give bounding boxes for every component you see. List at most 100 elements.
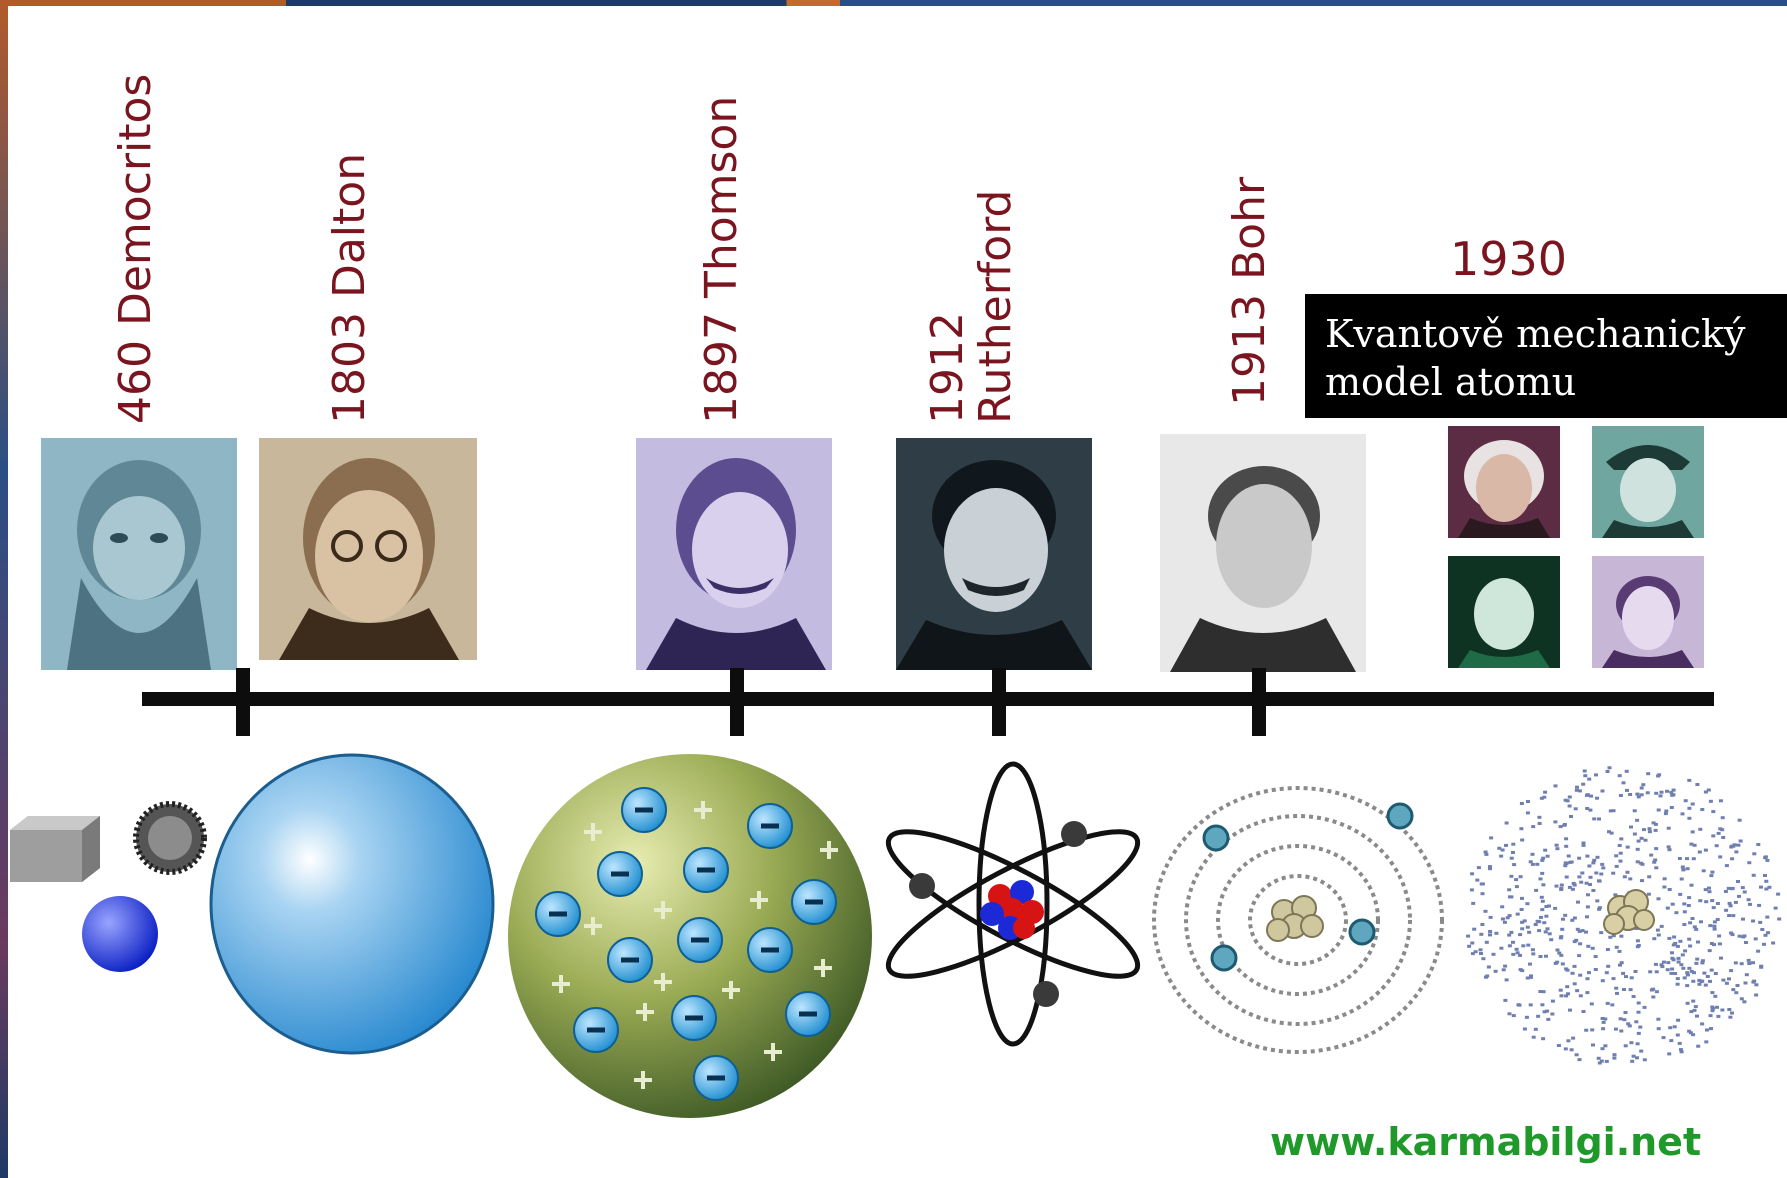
cloud-dot (1713, 972, 1718, 975)
cloud-dot (1600, 862, 1605, 866)
cloud-dot (1587, 864, 1592, 868)
cloud-dot (1540, 908, 1545, 912)
cloud-dot (1662, 877, 1667, 881)
cloud-dot (1572, 940, 1577, 944)
cloud-dot (1575, 927, 1580, 931)
cloud-dot (1690, 830, 1695, 834)
cloud-dot (1505, 916, 1510, 920)
cloud-dot (1700, 1022, 1705, 1026)
cloud-dot (1578, 994, 1583, 998)
cloud-dot (1731, 914, 1736, 918)
cloud-dot (1597, 1061, 1602, 1065)
cloud-dot (1600, 1047, 1605, 1051)
cloud-dot (1539, 796, 1544, 800)
cloud-dot (1695, 1014, 1699, 1018)
cloud-dot (1763, 874, 1767, 877)
cloud-dot (1689, 883, 1694, 887)
cloud-dot (1773, 906, 1778, 910)
cloud-dot (1566, 992, 1570, 996)
cloud-dot (1653, 828, 1658, 832)
cloud-dot (1473, 950, 1478, 954)
cloud-dot (1712, 927, 1717, 931)
cloud-dot (1578, 973, 1583, 977)
cloud-dot (1685, 984, 1690, 988)
cloud-dot (1736, 880, 1740, 883)
cloud-dot (1689, 1010, 1694, 1014)
cloud-dot (1710, 870, 1715, 874)
cloud-dot (1739, 997, 1744, 1001)
cloud-dot (1713, 994, 1718, 998)
cloud-dot (1715, 1005, 1719, 1009)
timeline-tick-democritos (236, 668, 250, 736)
cloud-dot (1568, 1008, 1572, 1012)
cloud-dot (1685, 973, 1690, 977)
cloud-dot (1543, 930, 1548, 934)
cloud-dot (1654, 990, 1659, 994)
cloud-dot (1569, 815, 1573, 818)
cloud-dot (1488, 867, 1492, 871)
cloud-dot (1695, 783, 1700, 786)
cloud-dot (1704, 1040, 1709, 1044)
cloud-dot (1679, 877, 1684, 881)
cloud-dot (1479, 882, 1484, 886)
cloud-dot (1556, 1044, 1561, 1047)
cloud-dot (1553, 906, 1558, 910)
cloud-dot (1599, 1059, 1604, 1063)
cloud-dot (1517, 1003, 1522, 1007)
cloud-dot (1550, 1012, 1555, 1016)
cloud-dot (1554, 884, 1559, 888)
cloud-dot (1575, 785, 1579, 789)
cloud-dot (1542, 1010, 1547, 1014)
cloud-dot (1520, 969, 1525, 973)
cloud-dot (1636, 1031, 1641, 1035)
cloud-dot (1683, 799, 1688, 803)
cloud-dot (1560, 927, 1565, 931)
cloud-dot (1503, 998, 1508, 1002)
cloud-dot (1764, 887, 1769, 891)
cloud-dot (1470, 941, 1475, 945)
cloud-dot (1777, 917, 1782, 921)
cloud-dot (1723, 890, 1728, 893)
cloud-dot (1758, 920, 1763, 924)
cloud-dot (1751, 919, 1755, 923)
cloud-dot (1730, 887, 1734, 891)
cloud-dot (1635, 847, 1640, 851)
cloud-dot (1667, 936, 1672, 940)
cloud-dot (1570, 887, 1575, 891)
cloud-dot (1584, 881, 1589, 885)
cloud-dot (1696, 1044, 1701, 1048)
cloud-dot (1478, 948, 1483, 952)
cloud-dot (1618, 963, 1622, 967)
cloud-dot (1564, 967, 1569, 971)
cloud-dot (1688, 944, 1693, 948)
cloud-dot (1625, 788, 1629, 792)
cloud-dot (1687, 1029, 1692, 1033)
cloud-dot (1514, 947, 1519, 951)
cloud-dot (1586, 893, 1590, 897)
cloud-dot (1564, 875, 1569, 879)
cloud-dot (1520, 838, 1525, 842)
cloud-dot (1649, 853, 1654, 857)
cloud-dot (1656, 1017, 1661, 1021)
cloud-dot (1588, 883, 1592, 886)
cloud-dot (1625, 870, 1630, 874)
cloud-dot (1764, 879, 1769, 883)
slide-frame-accent (0, 0, 8, 1178)
cloud-dot (1567, 804, 1572, 808)
cloud-dot (1504, 978, 1509, 982)
cloud-dot (1565, 985, 1570, 989)
cloud-dot (1507, 933, 1512, 937)
cloud-dot (1645, 791, 1650, 795)
cloud-dot (1646, 892, 1651, 896)
cloud-dot (1709, 968, 1714, 972)
cloud-dot (1656, 933, 1661, 937)
cloud-dot (1716, 1014, 1721, 1018)
cloud-dot (1515, 951, 1520, 955)
cloud-dot (1500, 905, 1505, 909)
cloud-dot (1511, 842, 1516, 846)
cloud-dot (1514, 885, 1519, 889)
cloud-dot (1766, 931, 1770, 935)
cloud-dot (1538, 877, 1543, 881)
cloud-dot (1731, 988, 1736, 992)
caption-line-1: Kvantově mechanický (1325, 312, 1746, 356)
